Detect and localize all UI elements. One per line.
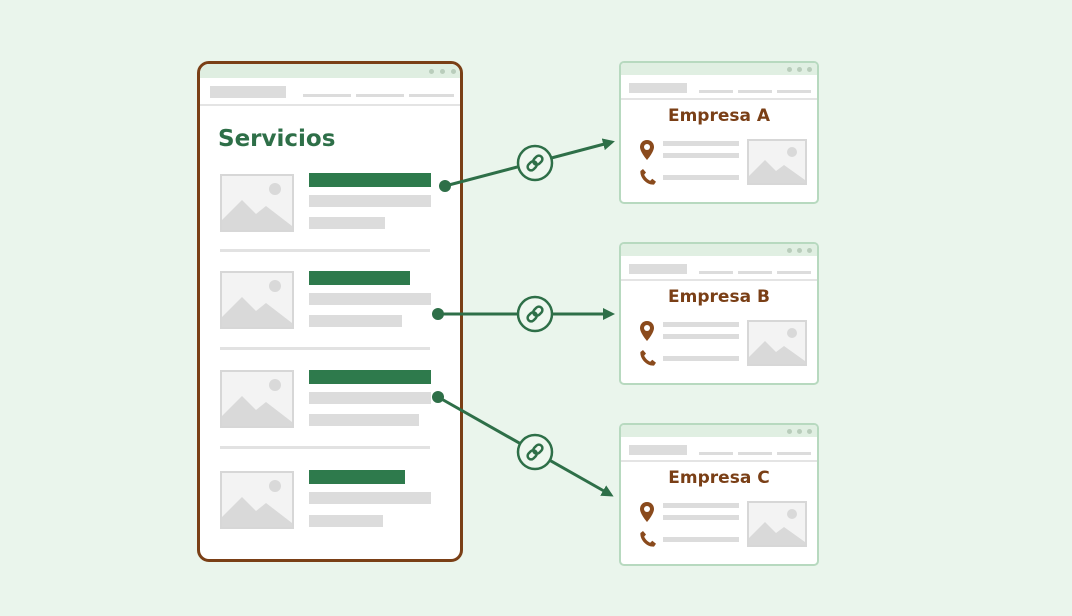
nav-link-placeholder[interactable] <box>409 94 454 97</box>
location-pin-icon <box>640 321 654 341</box>
nav-link-placeholder[interactable] <box>303 94 351 97</box>
address-line <box>663 515 739 520</box>
window-dot-icon <box>807 248 812 253</box>
nav-link-placeholder[interactable] <box>777 452 811 455</box>
card-top-bar <box>621 244 817 256</box>
list-item-title-bar[interactable] <box>309 370 431 384</box>
window-dot-icon <box>787 67 792 72</box>
list-item-text-bar <box>309 392 431 404</box>
list-item-title-bar[interactable] <box>309 470 405 484</box>
card-top-bar <box>621 425 817 437</box>
link-icon <box>516 295 554 333</box>
connector-dot <box>439 180 451 192</box>
window-dot-icon <box>807 67 812 72</box>
address-line <box>663 503 739 508</box>
image-placeholder-icon <box>220 370 294 428</box>
nav-link-placeholder[interactable] <box>777 90 811 93</box>
phone-line <box>663 175 739 180</box>
card-top-bar <box>621 63 817 75</box>
window-dot-icon <box>451 69 456 74</box>
nav-link-placeholder[interactable] <box>738 271 772 274</box>
location-pin-icon <box>640 502 654 522</box>
window-dot-icon <box>440 69 445 74</box>
connector-dot <box>432 308 444 320</box>
list-item-text-bar <box>309 293 431 305</box>
servicios-page: Servicios <box>197 61 463 562</box>
window-dot-icon <box>797 248 802 253</box>
nav-link-placeholder[interactable] <box>699 90 733 93</box>
address-line <box>663 153 739 158</box>
connector-dot <box>432 391 444 403</box>
logo-placeholder <box>629 445 687 455</box>
nav-link-placeholder[interactable] <box>738 452 772 455</box>
phone-line <box>663 356 739 361</box>
window-dot-icon <box>797 67 802 72</box>
company-title: Empresa A <box>667 106 771 126</box>
header-divider <box>200 104 460 106</box>
company-title: Empresa B <box>668 287 770 307</box>
logo-placeholder <box>629 264 687 274</box>
company-title: Empresa C <box>668 468 770 488</box>
image-placeholder-icon <box>220 471 294 529</box>
list-item-text-bar <box>309 195 431 207</box>
window-dot-icon <box>787 248 792 253</box>
location-pin-icon <box>640 140 654 160</box>
window-dot-icon <box>807 429 812 434</box>
list-item-text-bar <box>309 315 402 327</box>
list-item-text-bar <box>309 217 385 229</box>
nav-link-placeholder[interactable] <box>356 94 404 97</box>
address-line <box>663 334 739 339</box>
image-placeholder-icon <box>747 320 807 366</box>
item-divider <box>220 249 430 252</box>
company-card-c[interactable]: Empresa C <box>619 423 819 566</box>
link-icon <box>516 433 554 471</box>
list-item-title-bar[interactable] <box>309 173 431 187</box>
address-line <box>663 322 739 327</box>
nav-link-placeholder[interactable] <box>699 452 733 455</box>
header-divider <box>621 279 817 281</box>
logo-placeholder <box>210 86 286 98</box>
window-dot-icon <box>797 429 802 434</box>
phone-icon <box>640 531 656 547</box>
list-item-text-bar <box>309 515 383 527</box>
nav-link-placeholder[interactable] <box>699 271 733 274</box>
item-divider <box>220 446 430 449</box>
nav-link-placeholder[interactable] <box>777 271 811 274</box>
list-item-text-bar <box>309 414 419 426</box>
page-top-bar <box>200 64 460 78</box>
header-divider <box>621 98 817 100</box>
phone-line <box>663 537 739 542</box>
phone-icon <box>640 350 656 366</box>
window-dot-icon <box>429 69 434 74</box>
list-item-text-bar <box>309 492 431 504</box>
image-placeholder-icon <box>220 271 294 329</box>
image-placeholder-icon <box>220 174 294 232</box>
image-placeholder-icon <box>747 139 807 185</box>
address-line <box>663 141 739 146</box>
company-card-b[interactable]: Empresa B <box>619 242 819 385</box>
nav-link-placeholder[interactable] <box>738 90 772 93</box>
item-divider <box>220 347 430 350</box>
phone-icon <box>640 169 656 185</box>
page-title: Servicios <box>218 126 336 152</box>
company-card-a[interactable]: Empresa A <box>619 61 819 204</box>
image-placeholder-icon <box>747 501 807 547</box>
list-item-title-bar[interactable] <box>309 271 410 285</box>
link-icon <box>516 144 554 182</box>
logo-placeholder <box>629 83 687 93</box>
window-dot-icon <box>787 429 792 434</box>
header-divider <box>621 460 817 462</box>
